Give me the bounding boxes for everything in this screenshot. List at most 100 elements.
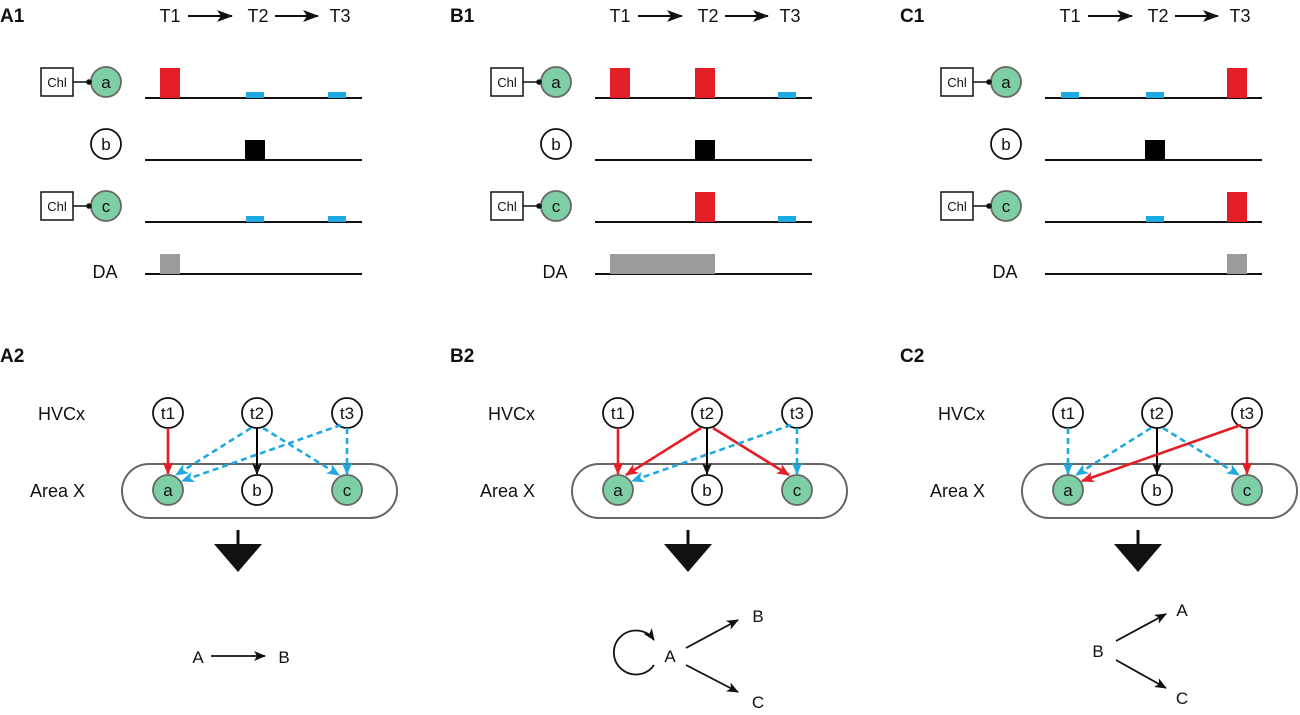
panel-label-bottom: A2	[0, 346, 24, 367]
panel-label-top: C1	[900, 6, 925, 27]
neuron-label-a: a	[551, 73, 561, 92]
activity-bar-red	[695, 192, 715, 222]
time-label-t2: T2	[247, 6, 268, 26]
x-neuron-label-c: c	[1243, 481, 1252, 500]
x-neuron-label-a: a	[613, 481, 623, 500]
x-neuron-label-c: c	[343, 481, 352, 500]
hvc-neuron-label-t2: t2	[250, 404, 264, 423]
edge-t2-c	[1162, 426, 1240, 477]
activity-bar-red	[695, 68, 715, 98]
neuron-b	[990, 128, 1022, 160]
panel-label-top: B1	[450, 6, 475, 27]
edge-t2-a	[625, 426, 702, 477]
activity-bar-black	[695, 140, 715, 160]
da-bar	[160, 254, 180, 274]
hvc-neuron-label-t3: t3	[1240, 404, 1254, 423]
time-label-t2: T2	[1147, 6, 1168, 26]
activity-bar-blue	[1146, 216, 1164, 222]
activity-bar-red	[160, 68, 180, 98]
x-neuron-b	[691, 474, 723, 506]
syntax-node-b: B	[278, 648, 289, 667]
chl-terminal	[986, 79, 992, 85]
activity-bar-black	[245, 140, 265, 160]
edge-t2-a	[1075, 426, 1152, 477]
activity-bar-blue	[1061, 92, 1079, 98]
time-label-t3: T3	[329, 6, 350, 26]
activity-bar-blue	[778, 216, 796, 222]
output-arrow-head	[1114, 544, 1162, 572]
neuron-label-a: a	[101, 73, 111, 92]
chl-label: Chl	[47, 199, 67, 214]
chl-label: Chl	[497, 75, 517, 90]
syntax-node-a: A	[192, 648, 204, 667]
syntax-node-a: A	[1176, 601, 1188, 620]
output-arrow-head	[664, 544, 712, 572]
syntax-edge	[1115, 613, 1167, 642]
hvc-neuron-label-t2: t2	[700, 404, 714, 423]
activity-bar-blue	[328, 216, 346, 222]
neuron-b	[540, 128, 572, 160]
time-label-t3: T3	[779, 6, 800, 26]
syntax-edge	[685, 664, 739, 693]
activity-bar-red	[1227, 68, 1247, 98]
chl-terminal	[86, 79, 92, 85]
time-label-t1: T1	[1059, 6, 1080, 26]
x-neuron-label-c: c	[793, 481, 802, 500]
hvc-neuron-label-t3: t3	[790, 404, 804, 423]
edge-t3-a	[1080, 423, 1242, 483]
neuron-label-b: b	[551, 135, 560, 154]
chl-terminal	[986, 203, 992, 209]
areax-label: Area X	[930, 481, 985, 501]
hvc-neuron-label-t2: t2	[1150, 404, 1164, 423]
edge-t3-a	[180, 423, 342, 483]
syntax-node-a: A	[664, 647, 676, 666]
activity-bar-red	[610, 68, 630, 98]
time-label-t2: T2	[697, 6, 718, 26]
x-neuron-label-b: b	[702, 481, 711, 500]
syntax-node-c: C	[1176, 689, 1188, 708]
activity-bar-red	[1227, 192, 1247, 222]
panel-label-top: A1	[0, 6, 25, 27]
activity-bar-blue	[246, 216, 264, 222]
time-label-t1: T1	[609, 6, 630, 26]
neuron-label-a: a	[1001, 73, 1011, 92]
chl-label: Chl	[47, 75, 67, 90]
neuron-label-b: b	[101, 135, 110, 154]
time-label-t3: T3	[1229, 6, 1250, 26]
syntax-node-b: B	[752, 607, 763, 626]
activity-bar-blue	[328, 92, 346, 98]
panel-label-bottom: B2	[450, 346, 474, 367]
activity-bar-blue	[778, 92, 796, 98]
chl-terminal	[536, 203, 542, 209]
edge-t2-a	[175, 426, 252, 477]
hvc-neuron-label-t1: t1	[161, 404, 175, 423]
areax-label: Area X	[30, 481, 85, 501]
syntax-edge	[1115, 659, 1167, 689]
chl-label: Chl	[497, 199, 517, 214]
x-neuron-b	[241, 474, 273, 506]
da-label: DA	[992, 262, 1017, 282]
activity-bar-blue	[246, 92, 264, 98]
hvc-neuron-label-t1: t1	[1061, 404, 1075, 423]
da-bar	[610, 254, 715, 274]
output-arrow-head	[214, 544, 262, 572]
syntax-node-b: B	[1092, 642, 1103, 661]
panel-label-bottom: C2	[900, 346, 924, 367]
hvcx-label: HVCx	[488, 404, 535, 424]
syntax-self-loop	[613, 628, 655, 676]
hvcx-label: HVCx	[38, 404, 85, 424]
syntax-node-c: C	[752, 693, 764, 712]
x-neuron-label-b: b	[252, 481, 261, 500]
chl-terminal	[536, 79, 542, 85]
chl-label: Chl	[947, 75, 967, 90]
activity-bar-blue	[1146, 92, 1164, 98]
chl-box	[40, 67, 74, 97]
chl-label: Chl	[947, 199, 967, 214]
neuron-b	[90, 128, 122, 160]
edge-t2-c	[712, 426, 790, 477]
x-neuron-label-a: a	[163, 481, 173, 500]
